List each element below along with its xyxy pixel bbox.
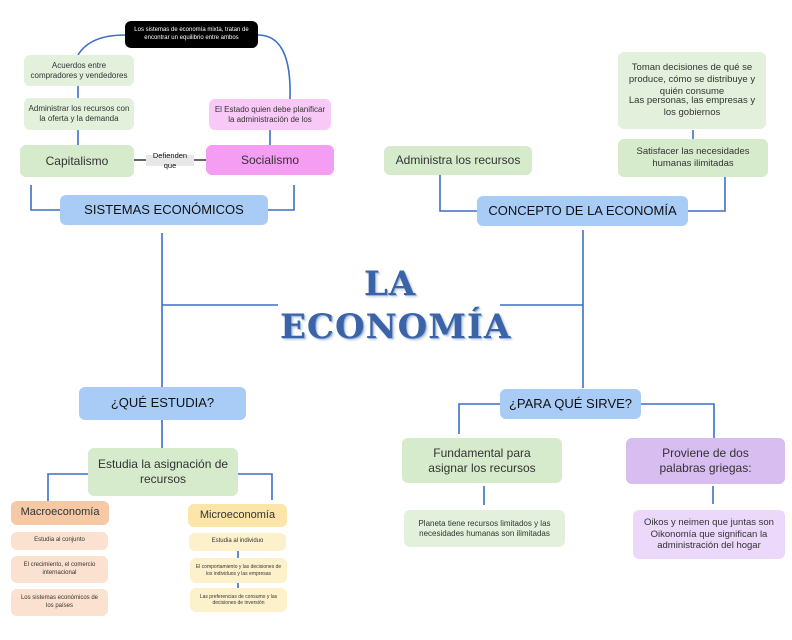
- fundamental-box: Fundamental para asignar los recursos: [402, 438, 562, 483]
- actors-text: Las personas, las empresas y los gobiern…: [628, 94, 756, 118]
- mixed-economy-note: Los sistemas de economía mixta, tratan d…: [125, 21, 258, 48]
- oikos-note: Oikos y neimen que juntas son Oikonomía …: [633, 510, 785, 559]
- que-estudia-header: ¿QUÉ ESTUDIA?: [79, 387, 246, 420]
- satisfacer-necesidades-box: Satisfacer las necesidades humanas ilimi…: [618, 139, 768, 177]
- main-title-line2: ECONOMÍA: [280, 307, 512, 347]
- macro-item-1: Estudia al conjunto: [11, 532, 108, 550]
- capitalism-box: Capitalismo: [20, 145, 134, 177]
- macroeconomia-box: Macroeconomía: [11, 501, 109, 525]
- planeta-note: Planeta tiene recursos limitados y las n…: [404, 510, 565, 547]
- decisions-text: Toman decisiones de qué se produce, cómo…: [628, 62, 756, 98]
- concepto-economia-header: CONCEPTO DE LA ECONOMÍA: [477, 196, 688, 226]
- decisions-note: Toman decisiones de qué se produce, cómo…: [618, 52, 766, 129]
- main-title-line1: LA: [363, 264, 417, 304]
- macro-item-3: Los sistemas económicos de los países: [11, 589, 108, 616]
- sistemas-economicos-header: SISTEMAS ECONÓMICOS: [60, 195, 268, 225]
- capitalism-agreements-note: Acuerdos entre compradores y vendedores: [24, 55, 134, 86]
- capitalism-supply-demand-note: Administrar los recursos con la oferta y…: [24, 98, 134, 130]
- para-que-sirve-header: ¿PARA QUÉ SIRVE?: [500, 389, 641, 419]
- microeconomia-box: Microeconomía: [188, 504, 287, 527]
- asignacion-recursos-box: Estudia la asignación de recursos: [88, 448, 238, 496]
- micro-item-3: Las preferencias de consumo y las decisi…: [190, 588, 287, 612]
- micro-item-1: Estudia al individuo: [189, 533, 286, 551]
- macro-item-2: El crecimiento, el comercio internaciona…: [11, 556, 108, 583]
- defend-connector-label: Defienden que: [146, 151, 194, 170]
- proviene-box: Proviene de dos palabras griegas:: [626, 438, 785, 484]
- socialism-state-note: El Estado quien debe planificar la admin…: [209, 99, 331, 130]
- micro-item-2: El comportamiento y las decisiones de lo…: [190, 558, 287, 583]
- socialism-box: Socialismo: [206, 145, 334, 175]
- administra-recursos-box: Administra los recursos: [384, 146, 532, 175]
